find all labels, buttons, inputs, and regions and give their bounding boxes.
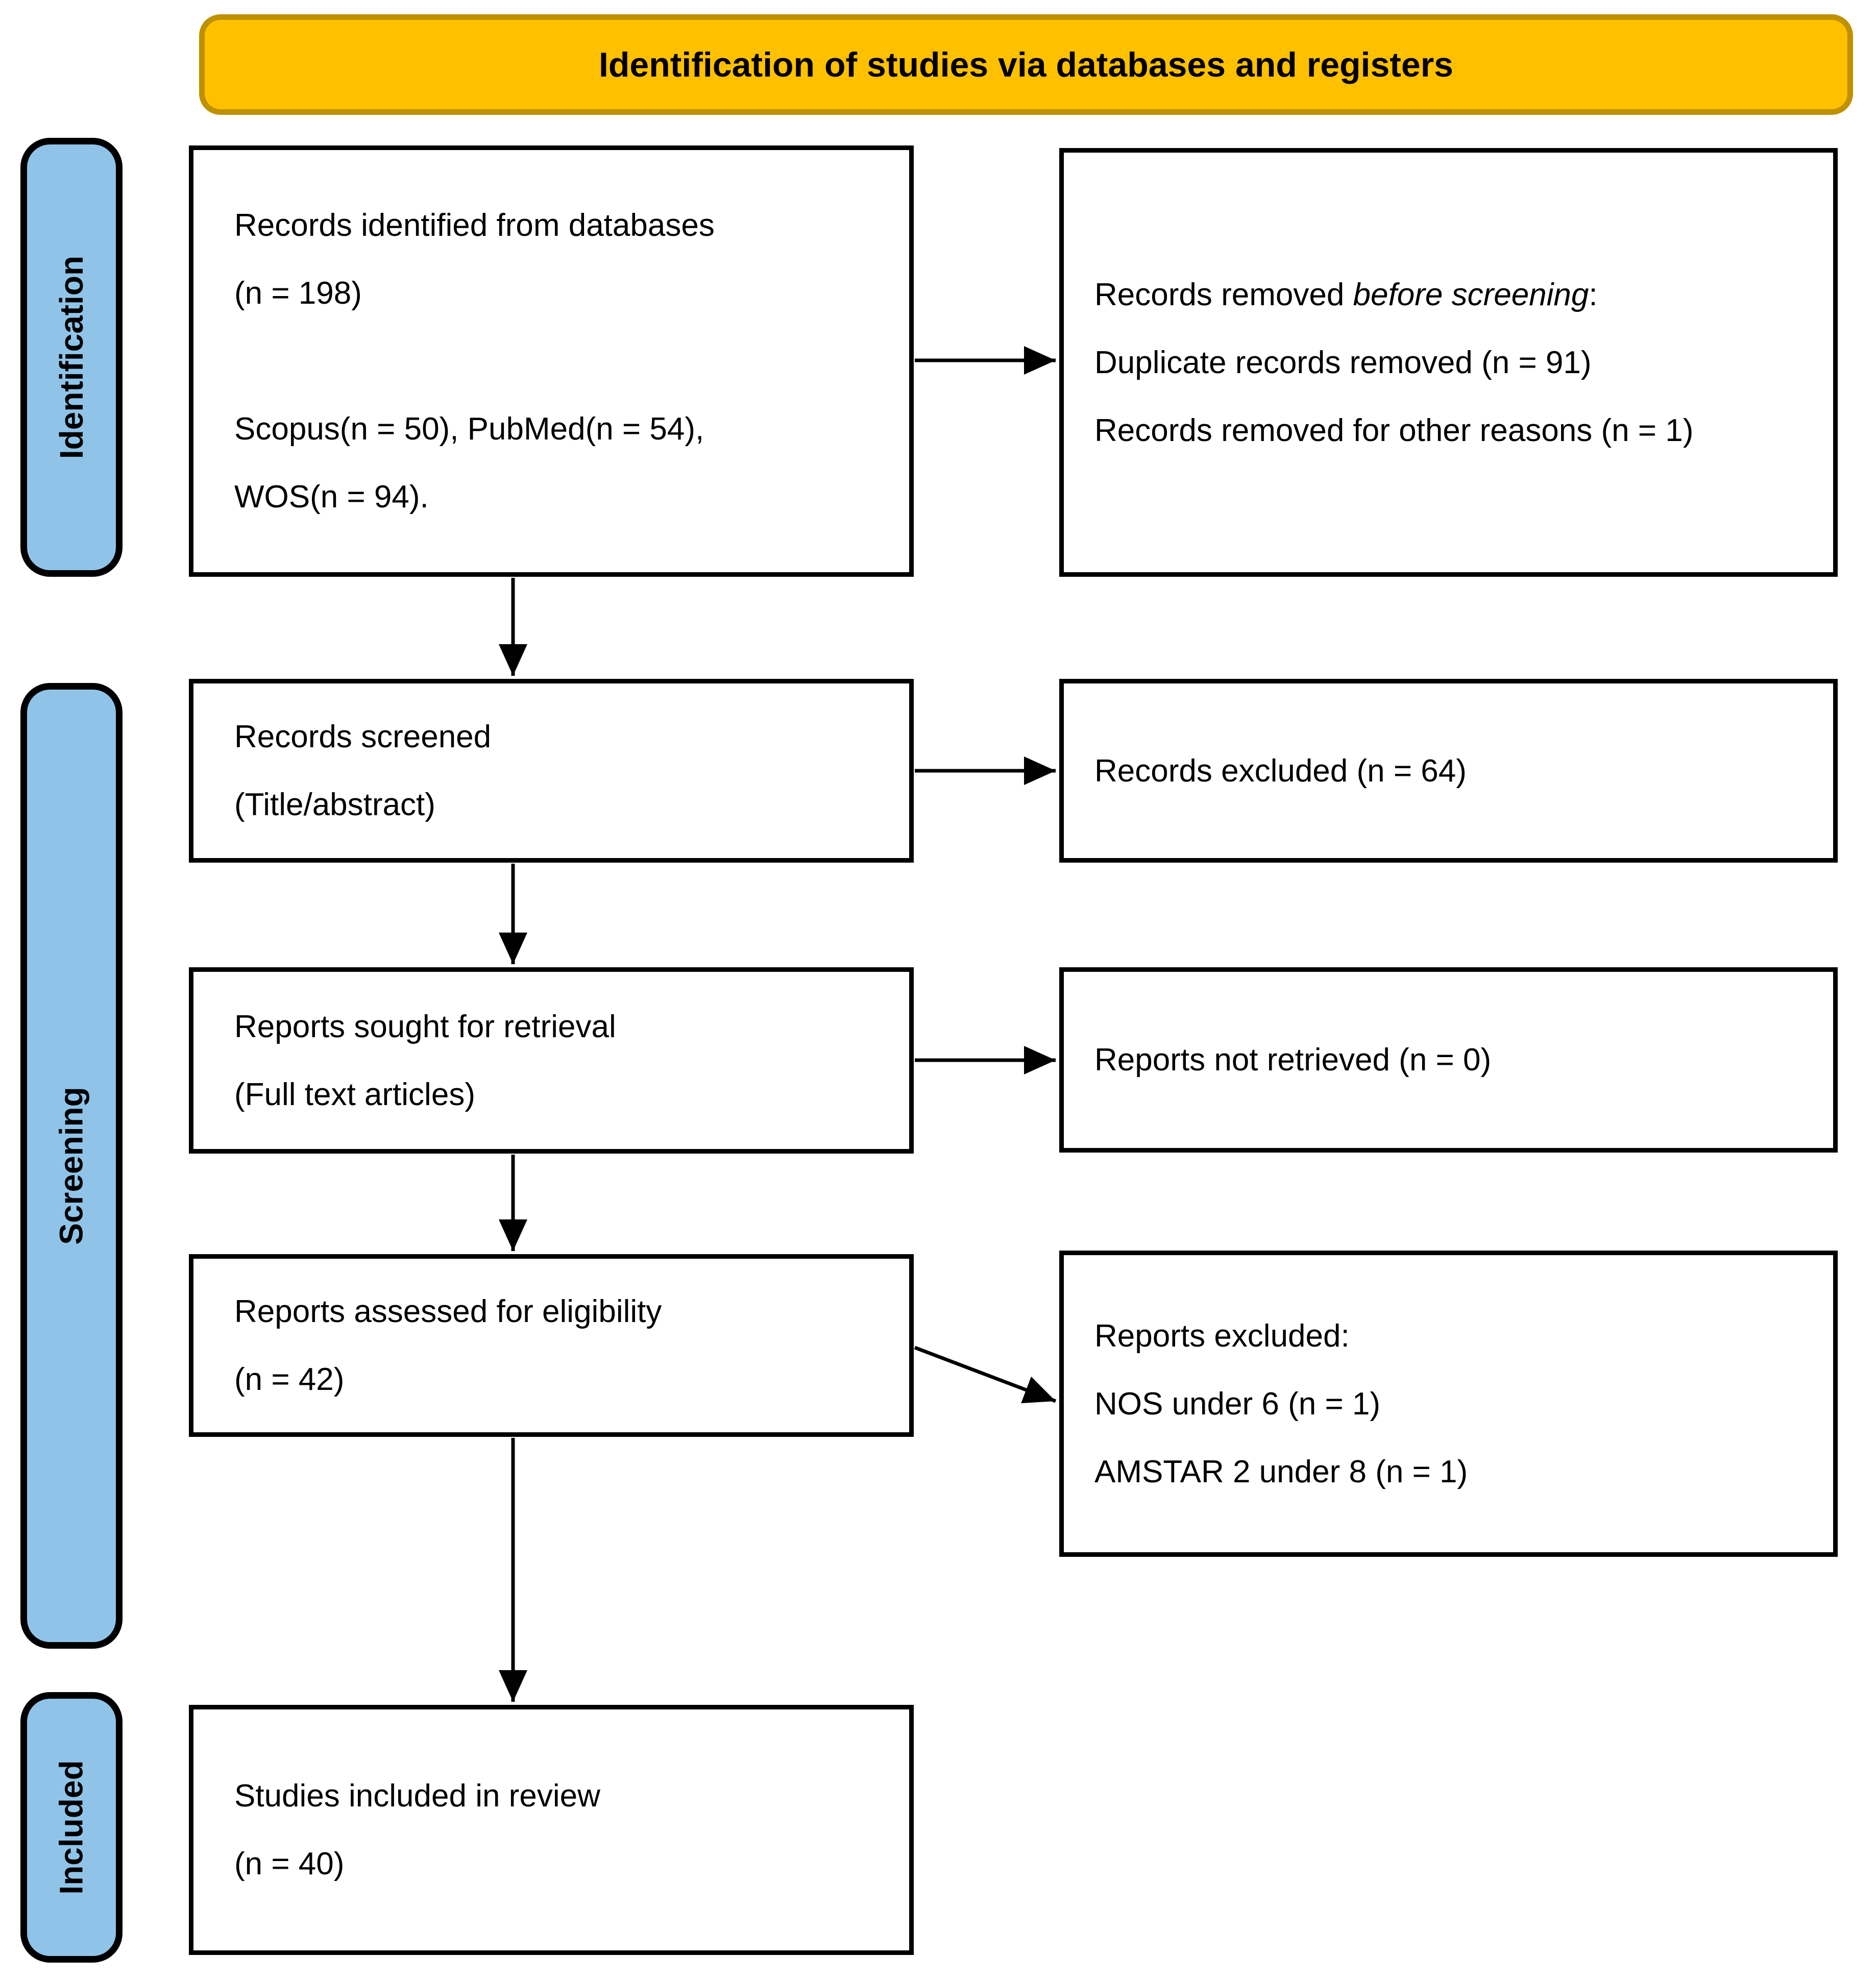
box-text-line: (Title/abstract) [234, 787, 435, 822]
box-studies-included-in-review: Studies included in review (n = 40) [189, 1705, 914, 1955]
box-text-line: Records excluded (n = 64) [1094, 753, 1467, 789]
box-text-line: Records removed for other reasons (n = 1… [1094, 412, 1694, 448]
box-text-line: Reports excluded: [1094, 1318, 1350, 1354]
box-records-excluded: Records excluded (n = 64) [1059, 679, 1838, 863]
banner-title: Identification of studies via databases … [598, 45, 1454, 84]
box-text-line: (n = 40) [234, 1846, 345, 1881]
italic-before-screening: before screening [1353, 277, 1589, 312]
box-text-line: (n = 42) [234, 1362, 345, 1397]
stage-pill-included: Included [20, 1692, 123, 1963]
box-text-line: (n = 198) [234, 276, 362, 311]
box-text-line: AMSTAR 2 under 8 (n = 1) [1094, 1454, 1468, 1489]
box-text-line: NOS under 6 (n = 1) [1094, 1386, 1380, 1422]
box-reports-assessed-for-eligibility: Reports assessed for eligibility (n = 42… [189, 1254, 914, 1437]
box-text-line: Reports sought for retrieval [234, 1009, 616, 1044]
box-text-line: Records screened [234, 719, 492, 754]
box-text-line: Reports assessed for eligibility [234, 1294, 662, 1329]
stage-label-screening: Screening [53, 1087, 90, 1245]
box-reports-not-retrieved: Reports not retrieved (n = 0) [1059, 967, 1838, 1153]
box-text-line: (Full text articles) [234, 1077, 475, 1112]
stage-pill-screening: Screening [20, 683, 123, 1649]
box-text-line: Records identified from databases [234, 208, 715, 243]
box-text-line [234, 327, 909, 395]
box-text-line: Duplicate records removed (n = 91) [1094, 345, 1592, 380]
box-text-line: Studies included in review [234, 1778, 600, 1814]
stage-label-identification: Identification [53, 255, 90, 459]
banner-identification-of-studies: Identification of studies via databases … [199, 14, 1853, 115]
stage-pill-identification: Identification [20, 138, 123, 577]
box-text-line: Reports not retrieved (n = 0) [1094, 1042, 1492, 1078]
box-reports-excluded: Reports excluded: NOS under 6 (n = 1) AM… [1059, 1251, 1838, 1557]
box-text-line: WOS(n = 94). [234, 479, 429, 515]
box-records-identified: Records identified from databases (n = 1… [189, 145, 914, 577]
box-text-line: Scopus(n = 50), PubMed(n = 54), [234, 411, 704, 447]
box-records-removed-before-screening: Records removed before screening: Duplic… [1059, 148, 1838, 577]
stage-label-included: Included [53, 1760, 90, 1895]
arrow-assessed-to-reports-excluded [914, 1346, 1057, 1404]
box-reports-sought-for-retrieval: Reports sought for retrieval (Full text … [189, 967, 914, 1154]
box-text-line: Records removed before screening: [1094, 277, 1598, 312]
box-records-screened: Records screened (Title/abstract) [189, 679, 914, 863]
